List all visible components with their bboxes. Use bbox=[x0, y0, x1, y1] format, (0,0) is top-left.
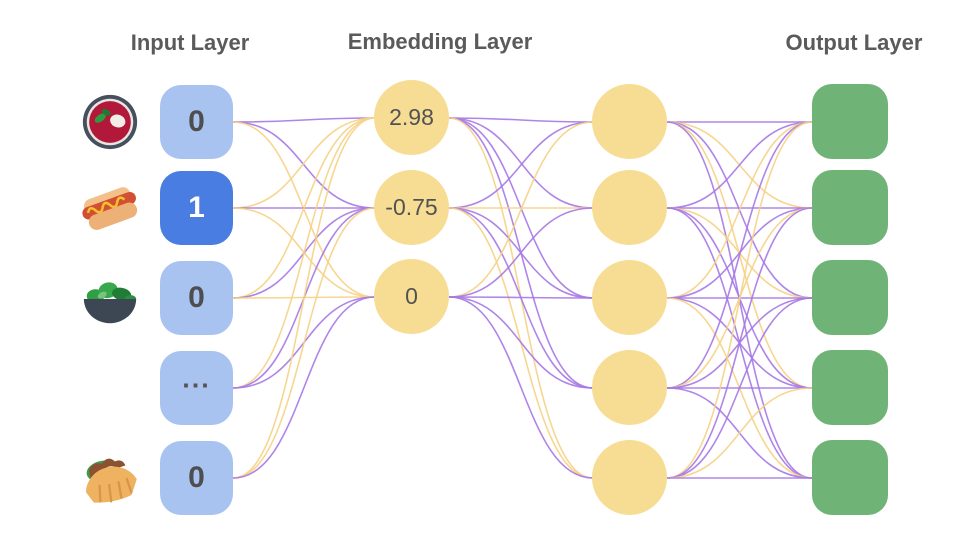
input-node-5: 0 bbox=[160, 441, 233, 515]
embedding-node-3: 0 bbox=[374, 259, 449, 334]
input-layer-title: Input Layer bbox=[130, 30, 250, 55]
embedding-node-1-value: 2.98 bbox=[389, 104, 434, 130]
input-node-5-value: 0 bbox=[188, 461, 205, 494]
input-node-2-value: 1 bbox=[188, 191, 205, 224]
embedding-node-3-value: 0 bbox=[405, 283, 418, 309]
embedding-node-1: 2.98 bbox=[374, 80, 449, 155]
hidden-node-2 bbox=[592, 170, 667, 245]
input-node-2: 1 bbox=[160, 171, 233, 245]
input-node-3: 0 bbox=[160, 261, 233, 335]
hot-dog-icon bbox=[82, 187, 138, 230]
input-node-4: ... bbox=[160, 351, 233, 425]
embedding-node-2: -0.75 bbox=[374, 170, 449, 245]
hidden-node-5 bbox=[592, 440, 667, 515]
embedding-node-2-value: -0.75 bbox=[385, 194, 438, 220]
input-node-1: 0 bbox=[160, 85, 233, 159]
output-node-4 bbox=[812, 350, 888, 425]
output-node-1 bbox=[812, 84, 888, 159]
hidden-node-4 bbox=[592, 350, 667, 425]
embedding-layer-title: Embedding Layer bbox=[347, 29, 533, 54]
input-node-4-value: ... bbox=[182, 363, 211, 394]
hidden-node-1 bbox=[592, 84, 667, 159]
hidden-node-3 bbox=[592, 260, 667, 335]
salad-icon bbox=[83, 282, 137, 324]
output-node-5 bbox=[812, 440, 888, 515]
input-node-3-value: 0 bbox=[188, 281, 205, 314]
output-layer-title: Output Layer bbox=[785, 30, 923, 55]
output-node-3 bbox=[812, 260, 888, 335]
output-node-2 bbox=[812, 170, 888, 245]
input-node-1-value: 0 bbox=[188, 105, 205, 138]
stuffed-flatbread-icon bbox=[85, 458, 137, 503]
borscht-icon bbox=[82, 94, 138, 150]
